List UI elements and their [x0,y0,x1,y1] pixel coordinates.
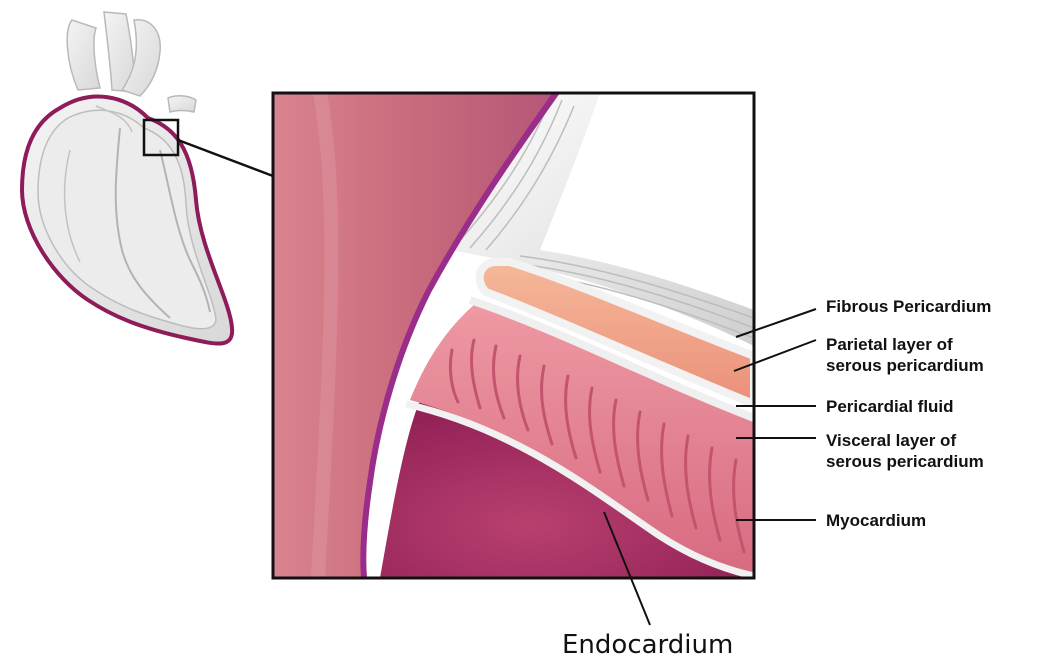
label-fibrous-pericardium: Fibrous Pericardium [826,296,991,317]
label-myocardium: Myocardium [826,510,926,531]
label-parietal-line2: serous pericardium [826,355,984,376]
label-visceral-line1: Visceral layer of [826,430,984,451]
label-visceral-line2: serous pericardium [826,451,984,472]
label-parietal-layer: Parietal layer of serous pericardium [826,334,984,376]
detail-panel [273,93,754,578]
label-endocardium: Endocardium [562,630,733,660]
label-fibrous-pericardium-text: Fibrous Pericardium [826,297,991,316]
label-myocardium-text: Myocardium [826,511,926,530]
label-parietal-line1: Parietal layer of [826,334,984,355]
label-visceral-layer: Visceral layer of serous pericardium [826,430,984,472]
heart-outline-icon [22,12,232,344]
label-pericardial-fluid: Pericardial fluid [826,396,954,417]
label-pericardial-fluid-text: Pericardial fluid [826,397,954,416]
